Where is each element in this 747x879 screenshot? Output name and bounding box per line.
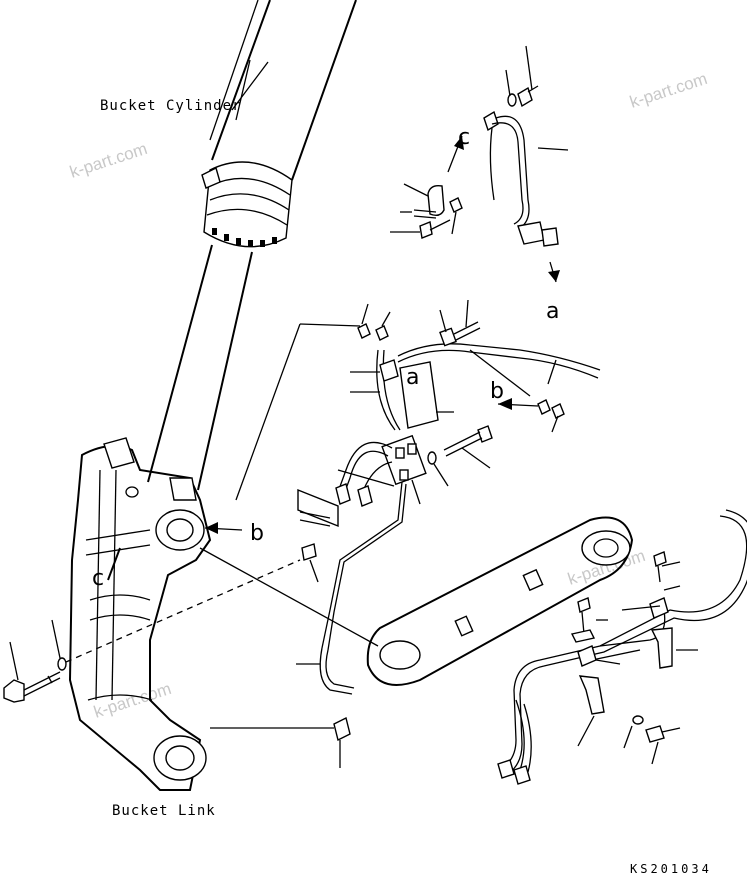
ref-letter-c-arrow: c xyxy=(458,125,470,150)
right-piping xyxy=(497,509,747,785)
gland-bolts xyxy=(212,228,277,247)
watermark: k-part.com xyxy=(91,679,173,722)
arm-structure xyxy=(68,437,212,791)
long-bolt xyxy=(427,425,493,465)
drawing-code: KS201034 xyxy=(630,862,712,876)
ref-letter-b-boss: b xyxy=(250,521,264,546)
bucket-cylinder-drawing xyxy=(147,0,357,491)
ref-letter-c-arm: c xyxy=(92,566,104,591)
ref-letter-b-pipe: b xyxy=(490,379,504,404)
watermark: k-part.com xyxy=(627,69,709,112)
ref-letter-a-mid: a xyxy=(406,365,419,390)
grease-block-assembly xyxy=(319,343,601,742)
pin-plate xyxy=(297,488,339,528)
ref-letter-a-arrow: a xyxy=(546,299,559,324)
top-detail-hose xyxy=(483,85,569,247)
bucket-link-label: Bucket Link xyxy=(112,803,216,819)
watermark: k-part.com xyxy=(67,139,149,182)
pin-bolt xyxy=(3,657,67,703)
bucket-link-drawing xyxy=(366,516,634,686)
bucket-cylinder-label: Bucket Cylinder xyxy=(100,98,241,114)
